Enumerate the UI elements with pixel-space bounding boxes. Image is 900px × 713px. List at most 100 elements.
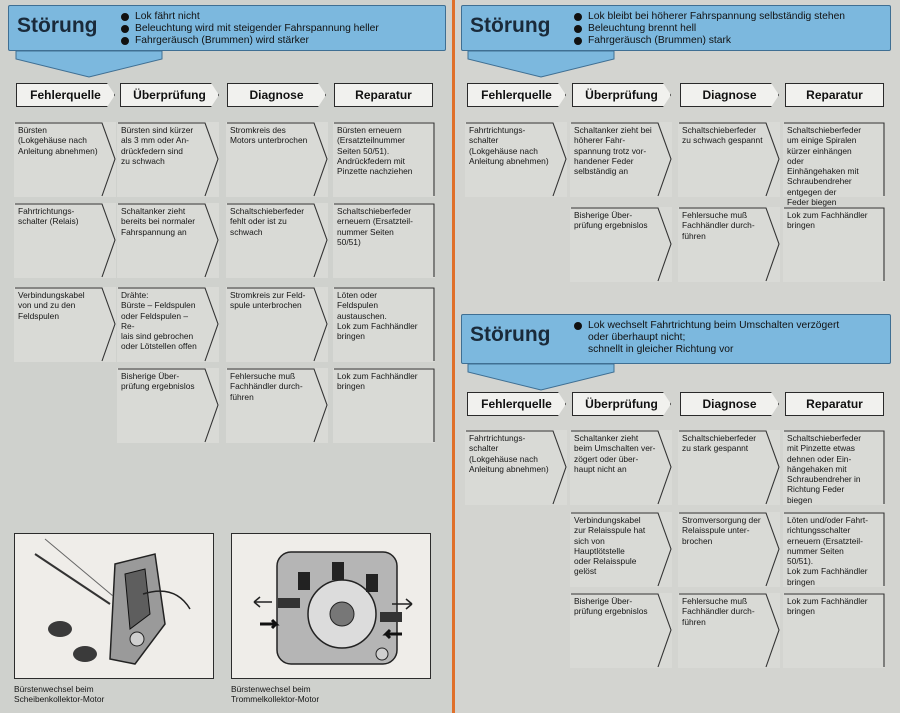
cell-diagnose: Fehlersuche muß Fachhändler durch- führe… [226, 368, 328, 443]
cell-text: Bisherige Über- prüfung ergebnislos [574, 596, 648, 617]
cell-text: Fahrtrichtungs- schalter (Lokgehäuse nac… [469, 433, 549, 474]
cell-text: Fahrtrichtungs- schalter (Lokgehäuse nac… [469, 125, 549, 166]
cell-reparatur: Lok zum Fachhändler bringen [333, 368, 435, 443]
cell-diagnose: Stromkreis des Motors unterbrochen [226, 122, 328, 197]
cell-reparatur: Lok zum Fachhändler bringen [783, 207, 885, 282]
cell-text: Drähte: Bürste – Feldspulen oder Feldspu… [121, 290, 197, 352]
cell-text: Bürsten sind kürzer als 3 mm oder An- dr… [121, 125, 194, 166]
right-bottom-symptom-list: Lok wechselt Fahrtrichtung beim Umschalt… [574, 320, 839, 356]
cell-ueberpruefung: Bisherige Über- prüfung ergebnislos [117, 368, 219, 443]
cell-text: Fehlersuche muß Fachhändler durch- führe… [230, 371, 303, 402]
page-divider [452, 0, 455, 713]
right-top-banner-title: Störung [470, 14, 551, 37]
cell-fehlerquelle: Bürsten (Lokgehäuse nach Anleitung abneh… [14, 122, 116, 197]
symptom-item: Beleuchtung wird mit steigender Fahrspan… [121, 23, 379, 35]
symptom-item: Fahrgeräusch (Brummen) stark [574, 35, 845, 47]
photo-scheibenkollektor [14, 533, 214, 679]
cell-text: Fehlersuche muß Fachhändler durch- führe… [682, 596, 755, 627]
header-fehlerquelle: Fehlerquelle [467, 83, 566, 107]
header-fehlerquelle: Fehlerquelle [467, 392, 566, 416]
cell-diagnose: Schaltschieberfeder fehlt oder ist zu sc… [226, 203, 328, 278]
cell-diagnose: Stromversorgung der Relaisspule unter- b… [678, 512, 780, 587]
cell-ueberpruefung: Drähte: Bürste – Feldspulen oder Feldspu… [117, 287, 219, 362]
cell-fehlerquelle: Fahrtrichtungs- schalter (Lokgehäuse nac… [465, 430, 567, 505]
cell-text: Schaltschieberfeder fehlt oder ist zu sc… [230, 206, 305, 237]
header-reparatur: Reparatur [785, 83, 884, 107]
header-ueberpruefung: Überprüfung [572, 392, 671, 416]
header-diagnose: Diagnose [680, 392, 779, 416]
symptom-item-continued: oder überhaupt nicht; [588, 332, 686, 343]
symptom-item: Lok wechselt Fahrtrichtung beim Umschalt… [574, 320, 839, 332]
cell-text: Bürsten (Lokgehäuse nach Anleitung abneh… [18, 125, 98, 156]
cell-text: Schaltanker zieht bei höherer Fahr- span… [574, 125, 652, 177]
cell-text: Bürsten erneuern (Ersatzteilnummer Seite… [337, 125, 413, 177]
right-top-symptom-list: Lok bleibt bei höherer Fahrspannung selb… [574, 11, 845, 47]
cell-text: Lok zum Fachhändler bringen [787, 210, 868, 231]
cell-text: Bisherige Über- prüfung ergebnislos [574, 210, 648, 231]
cell-ueberpruefung: Bürsten sind kürzer als 3 mm oder An- dr… [117, 122, 219, 197]
cell-text: Stromversorgung der Relaisspule unter- b… [682, 515, 761, 546]
symptom-item: Beleuchtung brennt hell [574, 23, 845, 35]
cell-diagnose: Stromkreis zur Feld- spule unterbrochen [226, 287, 328, 362]
cell-diagnose: Fehlersuche muß Fachhändler durch- führe… [678, 207, 780, 282]
header-fehlerquelle: Fehlerquelle [16, 83, 115, 107]
cell-fehlerquelle: Fahrtrichtungs- schalter (Relais) [14, 203, 116, 278]
cell-text: Fehlersuche muß Fachhändler durch- führe… [682, 210, 755, 241]
cell-ueberpruefung: Verbindungskabel zur Relaisspule hat sic… [570, 512, 672, 587]
caption-trommelkollektor: Bürstenwechsel beim Trommelkollektor-Mot… [231, 684, 320, 704]
cell-text: Stromkreis des Motors unterbrochen [230, 125, 308, 146]
left-symptom-list: Lok fährt nicht Beleuchtung wird mit ste… [121, 11, 379, 47]
header-ueberpruefung: Überprüfung [572, 83, 671, 107]
cell-fehlerquelle: Fahrtrichtungs- schalter (Lokgehäuse nac… [465, 122, 567, 197]
symptom-item: Lok fährt nicht [121, 11, 379, 23]
cell-text: Schaltschieberfeder um einige Spiralen k… [787, 125, 862, 208]
cell-text: Verbindungskabel von und zu den Feldspul… [18, 290, 85, 321]
cell-text: Schaltschieberfeder zu stark gespannt [682, 433, 757, 454]
cell-text: Bisherige Über- prüfung ergebnislos [121, 371, 195, 392]
cell-text: Löten oder Feldspulen austauschen. Lok z… [337, 290, 418, 342]
cell-ueberpruefung: Schaltanker zieht bei höherer Fahr- span… [570, 122, 672, 197]
cell-text: Löten und/oder Fahrt- richtungsschalter … [787, 515, 869, 587]
symptom-item: Fahrgeräusch (Brummen) wird stärker [121, 35, 379, 47]
cell-reparatur: Schaltschieberfeder um einige Spiralen k… [783, 122, 885, 207]
right-top-banner-arrow [467, 51, 615, 78]
left-banner-title: Störung [17, 14, 98, 37]
cell-text: Schaltschieberfeder zu schwach gespannt [682, 125, 763, 146]
cell-fehlerquelle: Verbindungskabel von und zu den Feldspul… [14, 287, 116, 362]
cell-diagnose: Schaltschieberfeder zu schwach gespannt [678, 122, 780, 197]
right-bottom-banner-arrow [467, 364, 615, 391]
left-stoerung-banner: Störung Lok fährt nicht Beleuchtung wird… [8, 5, 446, 51]
right-bottom-banner-title: Störung [470, 323, 551, 346]
header-reparatur: Reparatur [785, 392, 884, 416]
cell-diagnose: Schaltschieberfeder zu stark gespannt [678, 430, 780, 505]
cell-reparatur: Löten und/oder Fahrt- richtungsschalter … [783, 512, 885, 587]
cell-text: Schaltschieberfeder mit Pinzette etwas d… [787, 433, 862, 505]
caption-scheibenkollektor: Bürstenwechsel beim Scheibenkollektor-Mo… [14, 684, 105, 704]
header-ueberpruefung: Überprüfung [120, 83, 219, 107]
cell-text: Schaltanker zieht beim Umschalten ver- z… [574, 433, 656, 474]
cell-text: Schaltschieberfeder erneuern (Ersatzteil… [337, 206, 413, 247]
cell-ueberpruefung: Bisherige Über- prüfung ergebnislos [570, 207, 672, 282]
cell-ueberpruefung: Schaltanker zieht beim Umschalten ver- z… [570, 430, 672, 505]
cell-reparatur: Schaltschieberfeder mit Pinzette etwas d… [783, 430, 885, 505]
photo-trommelkollektor [231, 533, 431, 679]
cell-text: Schaltanker zieht bereits bei normaler F… [121, 206, 196, 237]
cell-ueberpruefung: Bisherige Über- prüfung ergebnislos [570, 593, 672, 668]
symptom-item: Lok bleibt bei höherer Fahrspannung selb… [574, 11, 845, 23]
symptom-item-continued: schnellt in gleicher Richtung vor [588, 344, 734, 355]
left-banner-arrow [15, 51, 163, 78]
scheibenkollektor-illustration [15, 534, 213, 678]
cell-text: Lok zum Fachhändler bringen [337, 371, 418, 392]
cell-reparatur: Löten oder Feldspulen austauschen. Lok z… [333, 287, 435, 362]
header-diagnose: Diagnose [680, 83, 779, 107]
cell-text: Lok zum Fachhändler bringen [787, 596, 868, 617]
cell-text: Fahrtrichtungs- schalter (Relais) [18, 206, 79, 227]
cell-text: Stromkreis zur Feld- spule unterbrochen [230, 290, 306, 311]
cell-text: Verbindungskabel zur Relaisspule hat sic… [574, 515, 646, 577]
header-diagnose: Diagnose [227, 83, 326, 107]
header-reparatur: Reparatur [334, 83, 433, 107]
cell-reparatur: Lok zum Fachhändler bringen [783, 593, 885, 668]
trommelkollektor-illustration [232, 534, 430, 678]
cell-reparatur: Bürsten erneuern (Ersatzteilnummer Seite… [333, 122, 435, 197]
cell-reparatur: Schaltschieberfeder erneuern (Ersatzteil… [333, 203, 435, 278]
